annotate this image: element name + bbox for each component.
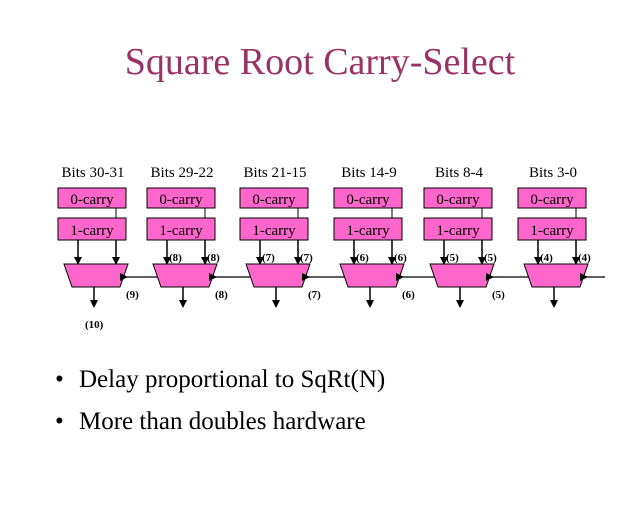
zero-carry-label: 0-carry: [252, 192, 296, 208]
one-carry-label: 1-carry: [159, 223, 203, 239]
one-carry-adder: [57, 217, 127, 241]
bullet-item: •More than doubles hardware: [55, 408, 385, 450]
bullet-text: More than doubles hardware: [79, 408, 366, 435]
one-carry-adder: [333, 217, 403, 241]
one-carry-label: 1-carry: [70, 223, 114, 239]
one-carry-label: 1-carry: [530, 223, 574, 239]
bullet-text: Delay proportional to SqRt(N): [79, 366, 386, 393]
multiplexer: [523, 263, 589, 288]
input-delay-label: (8): [169, 252, 182, 264]
zero-carry-label: 0-carry: [436, 192, 480, 208]
multiplexer: [63, 263, 129, 288]
multiplexer: [152, 263, 218, 288]
bullet-item: •Delay proportional to SqRt(N): [55, 366, 385, 408]
input-delay-label: (6): [356, 252, 369, 264]
carry-delay-label: (5): [492, 289, 505, 301]
one-carry-label: 1-carry: [346, 223, 390, 239]
one-carry-adder: [239, 217, 309, 241]
zero-carry-adder: [57, 187, 127, 209]
stage-bits-label: Bits 21-15: [244, 165, 307, 181]
one-carry-adder: [517, 217, 587, 241]
one-carry-adder: [423, 217, 493, 241]
zero-carry-label: 0-carry: [530, 192, 574, 208]
stage-bits-label: Bits 3-0: [529, 165, 577, 181]
stage-bits-label: Bits 30-31: [62, 165, 125, 181]
zero-carry-label: 0-carry: [346, 192, 390, 208]
multiplexer: [339, 263, 405, 288]
carry-delay-label: (6): [402, 289, 415, 301]
zero-carry-adder: [333, 187, 403, 209]
input-delay-label: (5): [484, 252, 497, 264]
input-delay-label: (7): [262, 252, 275, 264]
input-delay-label: (8): [207, 252, 220, 264]
zero-carry-label: 0-carry: [70, 192, 114, 208]
zero-carry-adder: [239, 187, 309, 209]
one-carry-label: 1-carry: [436, 223, 480, 239]
slide-title: Square Root Carry-Select: [124, 41, 516, 83]
zero-carry-adder: [146, 187, 216, 209]
stage-bits-label: Bits 29-22: [151, 165, 214, 181]
input-delay-label: (4): [578, 252, 591, 264]
multiplexer: [429, 263, 495, 288]
zero-carry-label: 0-carry: [159, 192, 203, 208]
input-delay-label: (5): [446, 252, 459, 264]
bullet-list: •Delay proportional to SqRt(N) •More tha…: [55, 366, 385, 450]
input-delay-label: (7): [300, 252, 313, 264]
one-carry-label: 1-carry: [252, 223, 296, 239]
zero-carry-adder: [423, 187, 493, 209]
carry-delay-label: (8): [215, 289, 228, 301]
one-carry-adder: [146, 217, 216, 241]
carry-delay-label: (7): [308, 289, 321, 301]
input-delay-label: (6): [394, 252, 407, 264]
input-delay-label: (4): [540, 252, 553, 264]
stage-bits-label: Bits 8-4: [435, 165, 483, 181]
stage-bits-label: Bits 14-9: [341, 165, 396, 181]
carry-delay-label: (9): [126, 289, 139, 301]
zero-carry-adder: [517, 187, 587, 209]
final-delay-label: (10): [85, 319, 104, 331]
multiplexer: [245, 263, 311, 288]
